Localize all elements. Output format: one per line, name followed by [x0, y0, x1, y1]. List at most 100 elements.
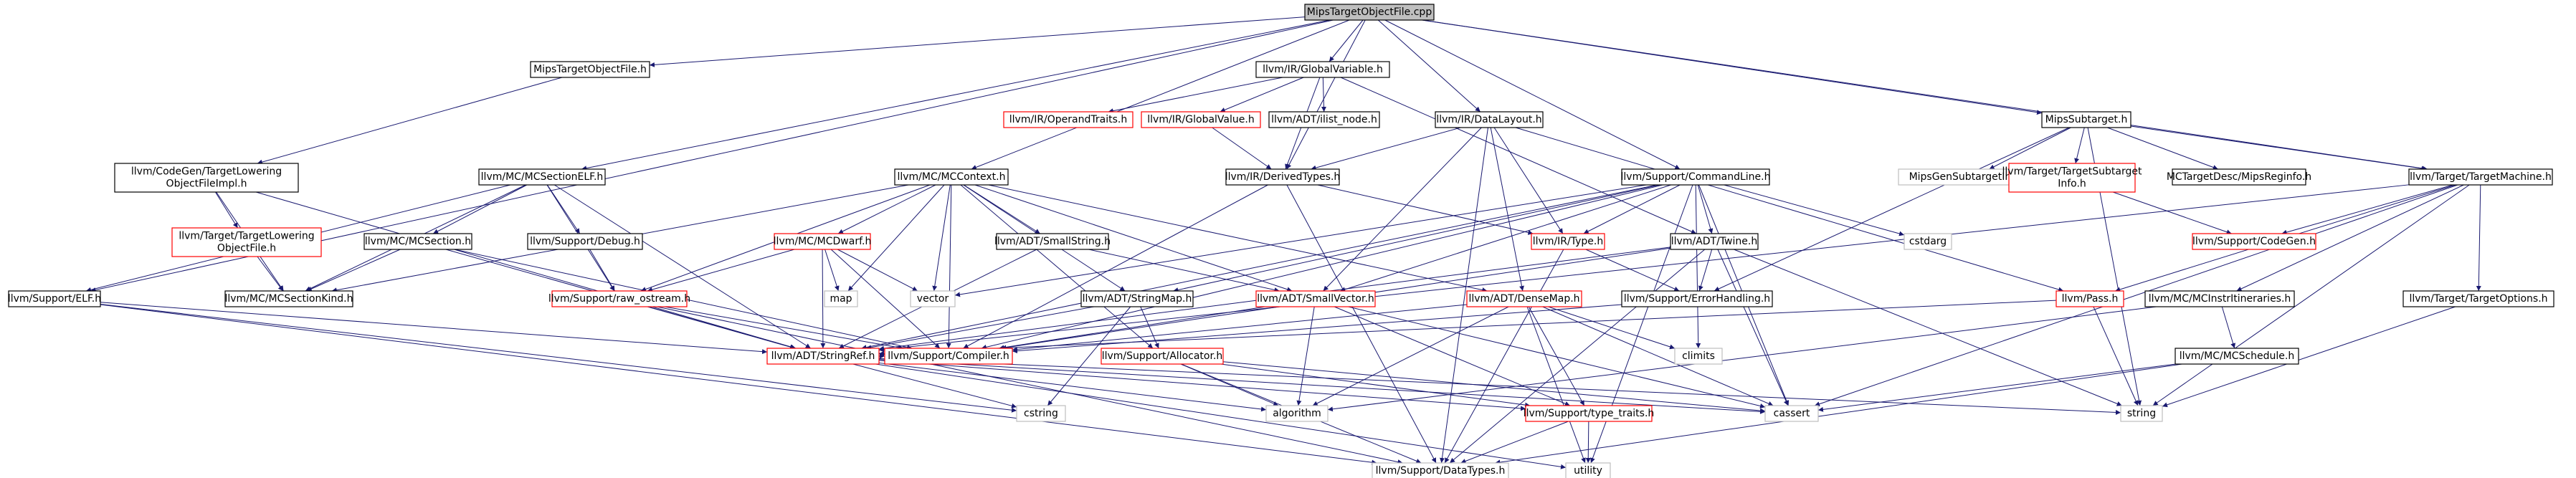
edge-mcsched-to-cassert	[1817, 363, 2176, 412]
node-errh[interactable]: llvm/Support/ErrorHandling.h	[1621, 290, 1773, 307]
node-root[interactable]: MipsTargetObjectFile.cpp	[1304, 4, 1435, 21]
edge-rawos-to-comp	[665, 306, 903, 350]
node-mcsched[interactable]: llvm/MC/MCSchedule.h	[2175, 348, 2299, 365]
node-label: MipsTargetObjectFile.h	[533, 64, 647, 75]
node-dt[interactable]: llvm/IR/DerivedTypes.h	[1225, 168, 1341, 186]
node-label: llvm/Target/TargetOptions.h	[2409, 293, 2547, 305]
node-mcii[interactable]: llvm/MC/MCInstrItineraries.h	[2144, 290, 2295, 307]
node-label: llvm/MC/MCSection.h	[365, 236, 471, 247]
edge-dl-to-dtypes	[1440, 127, 1488, 464]
edge-root-to-dl	[1377, 19, 1481, 113]
edge-dl-to-dmap	[1490, 127, 1524, 292]
node-box	[1255, 61, 1390, 78]
node-cmd[interactable]: llvm/Support/CommandLine.h	[1621, 168, 1771, 186]
node-smap[interactable]: llvm/ADT/StringMap.h	[1080, 290, 1194, 307]
node-box	[1435, 111, 1544, 128]
node-box	[551, 290, 688, 307]
edge-tm-to-sref	[878, 184, 2410, 353]
edge-dt-to-comp	[963, 184, 1268, 349]
edge-dt-to-dtypes	[1286, 184, 1437, 464]
node-box	[2175, 348, 2299, 365]
node-box	[527, 233, 643, 250]
node-ss[interactable]: llvm/ADT/SmallString.h	[994, 233, 1111, 250]
node-comp[interactable]: llvm/Support/Compiler.h	[884, 348, 1013, 365]
node-cstring: cstring	[1016, 405, 1066, 422]
edge-cmd-to-comp	[981, 184, 1663, 350]
node-alloc[interactable]: llvm/Support/Allocator.h	[1101, 348, 1224, 365]
node-mcctx[interactable]: llvm/MC/MCContext.h	[894, 168, 1009, 186]
node-dl[interactable]: llvm/IR/DataLayout.h	[1435, 111, 1544, 128]
node-elf[interactable]: llvm/Support/ELF.h	[8, 290, 101, 307]
node-mtofh[interactable]: MipsTargetObjectFile.h	[530, 61, 650, 78]
edge-alloc-to-tt	[1220, 363, 1531, 408]
edge-dmap-to-cassert	[1542, 306, 1774, 406]
node-mcsk[interactable]: llvm/MC/MCSectionKind.h	[224, 290, 353, 307]
node-box	[1466, 290, 1582, 307]
edge-gv-to-gval	[1220, 77, 1304, 113]
node-box	[1304, 4, 1435, 21]
edge-cmd-to-climits	[1695, 184, 1701, 349]
node-dmap[interactable]: llvm/ADT/DenseMap.h	[1466, 290, 1582, 307]
node-svec[interactable]: llvm/ADT/SmallVector.h	[1255, 290, 1376, 307]
node-mcdw[interactable]: llvm/MC/MCDwarf.h	[774, 233, 872, 250]
edge-gv-to-twine	[1340, 77, 1697, 234]
node-sref[interactable]: llvm/ADT/StringRef.h	[766, 348, 880, 365]
edge-dl-to-type	[1493, 127, 1564, 234]
node-cgen[interactable]: llvm/Support/CodeGen.h	[2192, 233, 2316, 250]
node-gval[interactable]: llvm/IR/GlobalValue.h	[1141, 111, 1261, 128]
node-box	[2192, 233, 2316, 250]
node-label: llvm/Target/TargetSubtarget	[2002, 166, 2142, 178]
node-box	[530, 61, 650, 78]
node-box	[1080, 290, 1194, 307]
node-tm[interactable]: llvm/Target/TargetMachine.h	[2408, 168, 2553, 186]
edge-cmd-to-cstdarg	[1724, 184, 1905, 236]
node-label: algorithm	[1273, 408, 1321, 419]
node-mcsec[interactable]: llvm/MC/MCSection.h	[363, 233, 472, 250]
node-label: MCTargetDesc/MipsReginfo.h	[2167, 171, 2311, 183]
node-label: ObjectFile.h	[217, 243, 276, 254]
edge-dl-to-pass	[1515, 127, 2064, 292]
edge-mcdw-to-comp	[830, 249, 941, 349]
node-box	[1255, 290, 1376, 307]
node-label: llvm/ADT/SmallVector.h	[1257, 293, 1374, 305]
node-mcselfs[interactable]: llvm/MC/MCSectionELF.h	[478, 168, 606, 186]
node-tt[interactable]: llvm/Support/type_traits.h	[1524, 405, 1655, 422]
node-cgtlof[interactable]: llvm/CodeGen/TargetLoweringObjectFileImp…	[114, 163, 299, 193]
node-mst[interactable]: MipsSubtarget.h	[2041, 111, 2131, 128]
node-box	[1531, 233, 1605, 250]
node-box	[824, 290, 858, 307]
edge-dmap-to-algorithm	[1312, 306, 1509, 406]
edge-root-to-dt	[1286, 19, 1366, 170]
node-label: llvm/MC/MCInstrItineraries.h	[2149, 293, 2291, 305]
node-label: MipsGenSubtargetInfo.inc	[1909, 171, 2039, 183]
node-dbg[interactable]: llvm/Support/Debug.h	[527, 233, 643, 250]
node-label: llvm/Pass.h	[2062, 293, 2119, 305]
node-topt[interactable]: llvm/Target/TargetOptions.h	[2402, 290, 2554, 307]
edge-sref-to-cassert	[878, 359, 1766, 414]
edge-gval-to-dt	[1212, 127, 1272, 170]
node-label: llvm/ADT/Twine.h	[1671, 236, 1757, 247]
node-box	[1565, 462, 1611, 478]
node-box	[1372, 462, 1509, 478]
node-pass[interactable]: llvm/Pass.h	[2055, 290, 2124, 307]
node-rawos[interactable]: llvm/Support/raw_ostream.h	[548, 290, 690, 307]
nodes-layer: MipsTargetObjectFile.cppMipsTargetObject…	[8, 4, 2554, 478]
edge-topt-to-string	[2162, 306, 2456, 408]
node-gv[interactable]: llvm/IR/GlobalVariable.h	[1255, 61, 1390, 78]
edge-mcdw-to-vector	[837, 249, 918, 292]
node-type[interactable]: llvm/IR/Type.h	[1531, 233, 1605, 250]
node-mcreg[interactable]: MCTargetDesc/MipsReginfo.h	[2167, 168, 2311, 186]
node-box	[1525, 405, 1653, 422]
edge-ss-to-svec	[1088, 249, 1280, 292]
node-ilist[interactable]: llvm/ADT/ilist_node.h	[1268, 111, 1380, 128]
edge-mcii-to-algorithm	[1327, 306, 2157, 412]
node-label: Info.h	[2058, 178, 2086, 190]
edge-mcctx-to-comp	[946, 184, 952, 349]
node-opt[interactable]: llvm/IR/OperandTraits.h	[1003, 111, 1133, 128]
node-box	[8, 290, 101, 307]
node-twine[interactable]: llvm/ADT/Twine.h	[1670, 233, 1759, 250]
node-label: llvm/MC/MCSchedule.h	[2180, 350, 2295, 362]
